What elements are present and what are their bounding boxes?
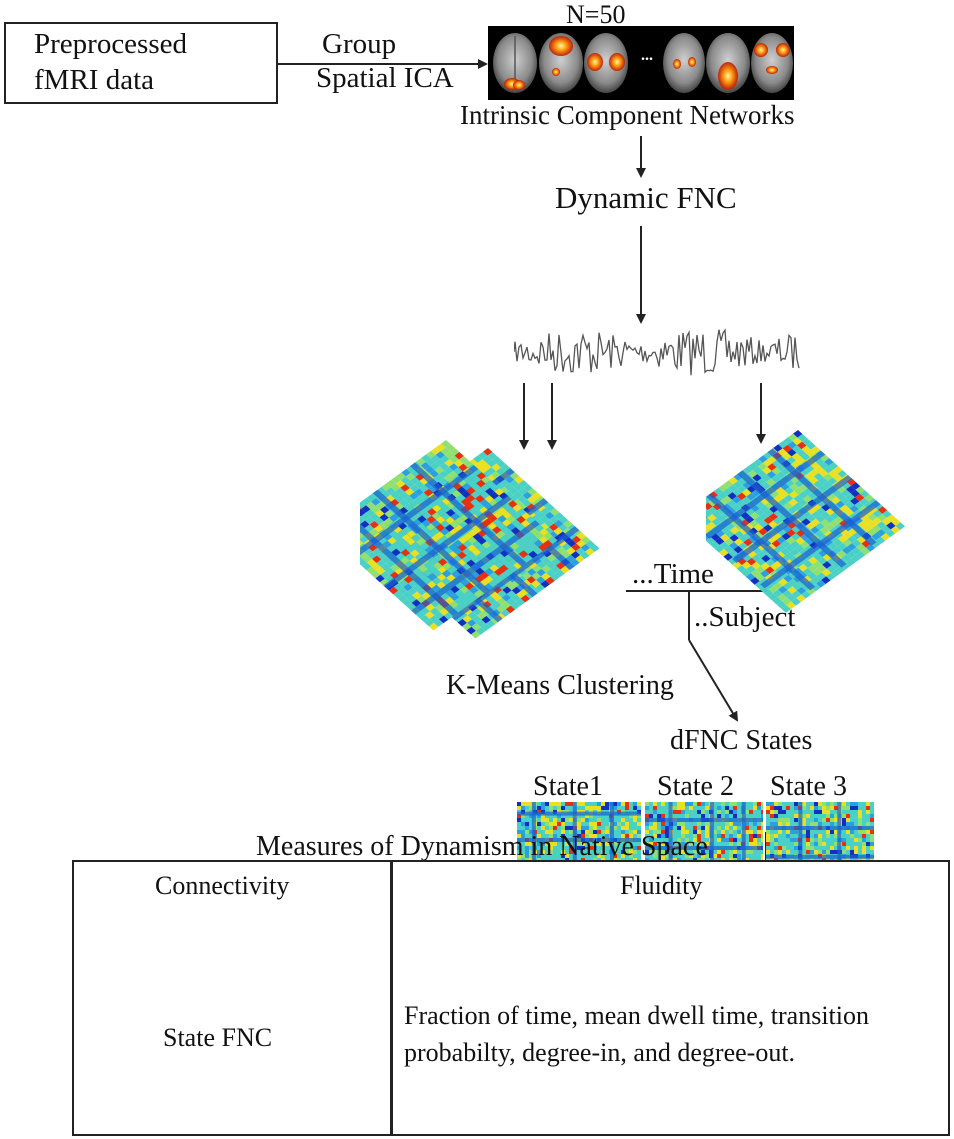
clustering-label: K-Means Clustering: [446, 670, 674, 701]
state-3-label: State 3: [770, 771, 847, 802]
component-count-label: N=50: [566, 0, 626, 29]
connectivity-body: State FNC: [163, 1023, 273, 1052]
dynamic-fnc-label: Dynamic FNC: [555, 180, 737, 215]
windowed-fnc-stack: [360, 440, 600, 639]
brain-slice-2: [539, 33, 583, 93]
fluidity-header: Fluidity: [620, 871, 703, 900]
state-1-label: State1: [533, 771, 603, 802]
dfnc-time-series: [514, 328, 800, 376]
brain-slice-3: [584, 33, 628, 93]
fluidity-body-line-1: Fraction of time, mean dwell time, trans…: [404, 1001, 870, 1030]
measures-table-divider: [390, 860, 393, 1136]
windowed-fnc-last: [706, 430, 906, 613]
brain-slice-1: [493, 33, 537, 93]
arrow-clustering-to-states: [688, 639, 739, 722]
state-2-label: State 2: [657, 771, 734, 802]
connectivity-header: Connectivity: [155, 871, 290, 900]
fmri-data-label: fMRI data: [34, 64, 154, 96]
component-ellipsis: ...: [641, 47, 653, 64]
spatial-ica-label: Spatial ICA: [316, 62, 454, 94]
measures-table: [72, 860, 950, 1136]
group-label: Group: [322, 28, 397, 60]
components-caption: Intrinsic Component Networks: [460, 100, 795, 130]
fluidity-body-line-2: probabilty, degree-in, and degree-out.: [404, 1038, 796, 1067]
states-caption: dFNC States: [670, 725, 813, 756]
brain-slice-5: [706, 33, 750, 93]
preprocessed-data-box: [4, 22, 278, 104]
measures-caption: Measures of Dynamism in Native Space: [256, 831, 708, 862]
preprocessed-label: Preprocessed: [34, 28, 188, 60]
time-label: ...Time: [632, 558, 714, 590]
brain-slice-4: [663, 33, 705, 93]
brain-slice-6: [751, 33, 793, 93]
component-brain-strip: [488, 26, 794, 100]
subject-label: ..Subject: [694, 601, 796, 633]
